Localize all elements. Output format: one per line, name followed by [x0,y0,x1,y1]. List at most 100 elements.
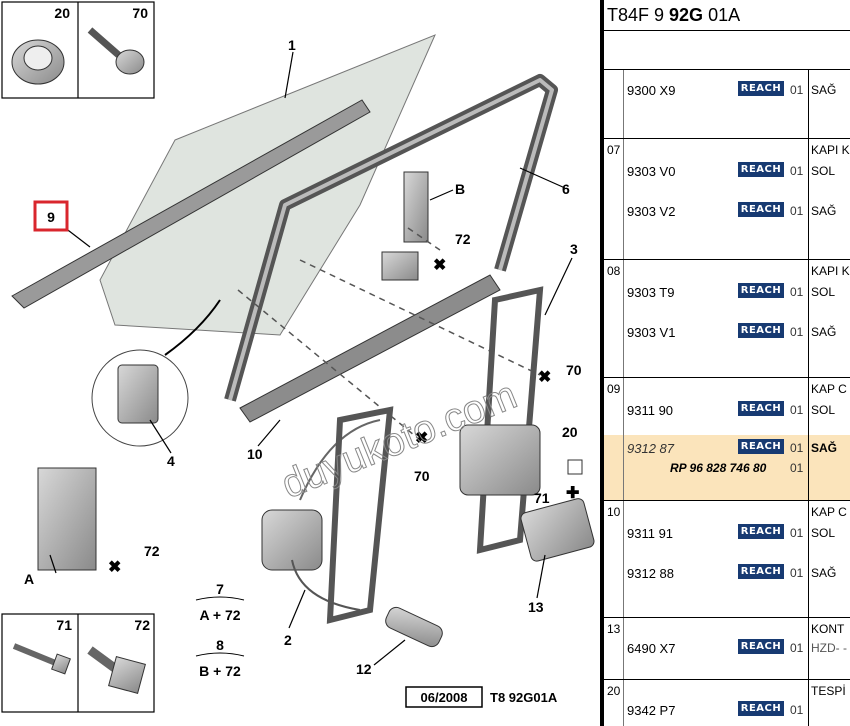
group-heading: KAPI K [811,143,850,157]
date-label: 06/2008 [421,690,468,705]
inset-top-box: 20 70 [1,1,155,99]
reach-badge: REACH [738,701,784,716]
legend-7-formula: A + 72 [199,607,240,623]
part-code[interactable]: 9312 88 [627,566,674,581]
kit-legend: 7 A + 72 8 B + 72 [195,581,245,679]
parts-group-09: 09 KAP C 9311 90 REACH 01 SOL 9312 87 RE… [604,378,850,501]
part-row[interactable]: 9312 88 REACH 01 SAĞ [604,563,850,583]
callout-13: 13 [528,599,544,615]
part-code[interactable]: 9342 P7 [627,703,676,718]
callout-9-highlight[interactable]: 9 [33,200,69,232]
clip-detail-circle [91,299,221,447]
part-qty: 01 [790,83,804,97]
part-code[interactable]: 6490 X7 [627,641,676,656]
part-row[interactable]: 9303 V2 REACH 01 SAĞ [604,201,850,221]
part-code[interactable]: 9303 V1 [627,325,676,340]
callout-b: B [455,181,465,197]
window-switch-panel-part [520,498,595,562]
cap-part [567,459,583,475]
bolt-72-part-icon [87,646,146,694]
part-side: SOL [811,164,836,178]
callout-12: 12 [356,661,372,677]
ref-suffix: 01A [703,5,741,25]
part-qty: 01 [790,441,804,455]
legend-7-number: 7 [216,581,224,597]
part-code[interactable]: 9300 X9 [627,83,676,98]
part-row[interactable]: 9303 T9 REACH 01 SOL [604,282,850,302]
date-box [405,686,483,708]
part-qty: 01 [790,641,804,655]
reach-badge: REACH [738,162,784,177]
callout-10: 10 [247,446,263,462]
callout-71: 71 [534,490,550,506]
part-row[interactable]: 9303 V0 REACH 01 SOL [604,161,850,181]
callout-9: 9 [47,209,55,225]
callout-a: A [24,571,34,587]
legend-8-number: 8 [216,637,224,653]
grommet-part-icon [11,39,65,85]
parts-group-08: 08 KAPI K 9303 T9 REACH 01 SOL 9303 V1 R… [604,260,850,378]
part-code[interactable]: 9312 87 [627,441,674,456]
part-code[interactable]: 9311 91 [627,526,674,541]
leader-lines [49,51,573,666]
part-qty: 01 [790,566,804,580]
parts-group-07: 07 KAPI K 9303 V0 REACH 01 SOL 9303 V2 R… [604,139,850,260]
legend-8-formula: B + 72 [199,663,241,679]
part-code[interactable]: 9303 T9 [627,285,675,300]
svg-text:✖: ✖ [538,369,551,386]
reach-badge: REACH [738,202,784,217]
group-number: 20 [607,684,621,698]
part-code[interactable]: 9311 90 [627,403,674,418]
exploded-parts-diagram: 20 70 71 72 [1,1,595,713]
parts-group-13: 13 KONT 6490 X7 REACH 01 HZD- - [604,618,850,680]
parts-list-panel: T84F 9 92G 01A 9300 X9 REACH 01 SAĞ 07 K… [604,0,850,726]
group-heading: KONT [811,622,845,636]
reach-badge: REACH [738,439,784,454]
part-row[interactable]: 9311 91 REACH 01 SOL [604,523,850,543]
ref-bold: 92G [669,5,704,25]
bracket-b-part [381,171,429,281]
callout-20: 20 [562,424,578,440]
callout-72-a: 72 [455,231,471,247]
header-band [604,31,850,70]
group-heading: TESPİ [811,684,846,698]
callout-6: 6 [562,181,570,197]
part-note: HZD- - [811,641,847,655]
window-regulator-part [261,406,394,624]
part-row-selected[interactable]: 9312 87 REACH 01 SAĞ [604,438,850,458]
part-side: SOL [811,285,836,299]
callout-72-b: 72 [144,543,160,559]
group-number: 10 [607,505,621,519]
ref-prefix: T84F 9 [607,5,670,25]
inset-bottom-box: 71 72 [1,613,155,713]
part-code[interactable]: 9303 V0 [627,164,676,179]
part-side: SOL [811,526,836,540]
inset-label-70: 70 [132,5,148,21]
reach-badge: REACH [738,524,784,539]
part-row[interactable]: 9300 X9 REACH 01 SAĞ [604,80,850,100]
fastener-marks: ✖ ✖ ✖ ✖ ✚ [108,257,579,576]
part-row[interactable]: 9311 90 REACH 01 SOL [604,400,850,420]
assembly-guide-lines [237,227,541,441]
panel-divider [600,0,604,726]
part-row[interactable]: 9303 V1 REACH 01 SAĞ [604,322,850,342]
diagram-ref-header: T84F 9 92G 01A [604,0,850,31]
regulator-rail-part [459,286,544,554]
part-side: SAĞ [811,441,838,455]
inset-label-20: 20 [54,5,70,21]
reach-badge: REACH [738,639,784,654]
replacement-row[interactable]: RP 96 828 746 80 01 [604,458,850,478]
part-code[interactable]: 9303 V2 [627,204,676,219]
part-qty: 01 [790,703,804,717]
part-row[interactable]: 9342 P7 REACH 01 [604,700,850,720]
part-row[interactable]: 6490 X7 REACH 01 HZD- - [604,638,850,658]
part-qty: 01 [790,403,804,417]
svg-text:✖: ✖ [415,430,428,447]
replacement-ref[interactable]: RP 96 828 746 80 [670,461,767,475]
callout-4: 4 [167,453,175,469]
part-side: SAĞ [811,204,837,218]
part-qty: 01 [790,204,804,218]
svg-text:✖: ✖ [433,257,446,274]
callout-3: 3 [570,241,578,257]
group-heading: KAP C [811,505,847,519]
